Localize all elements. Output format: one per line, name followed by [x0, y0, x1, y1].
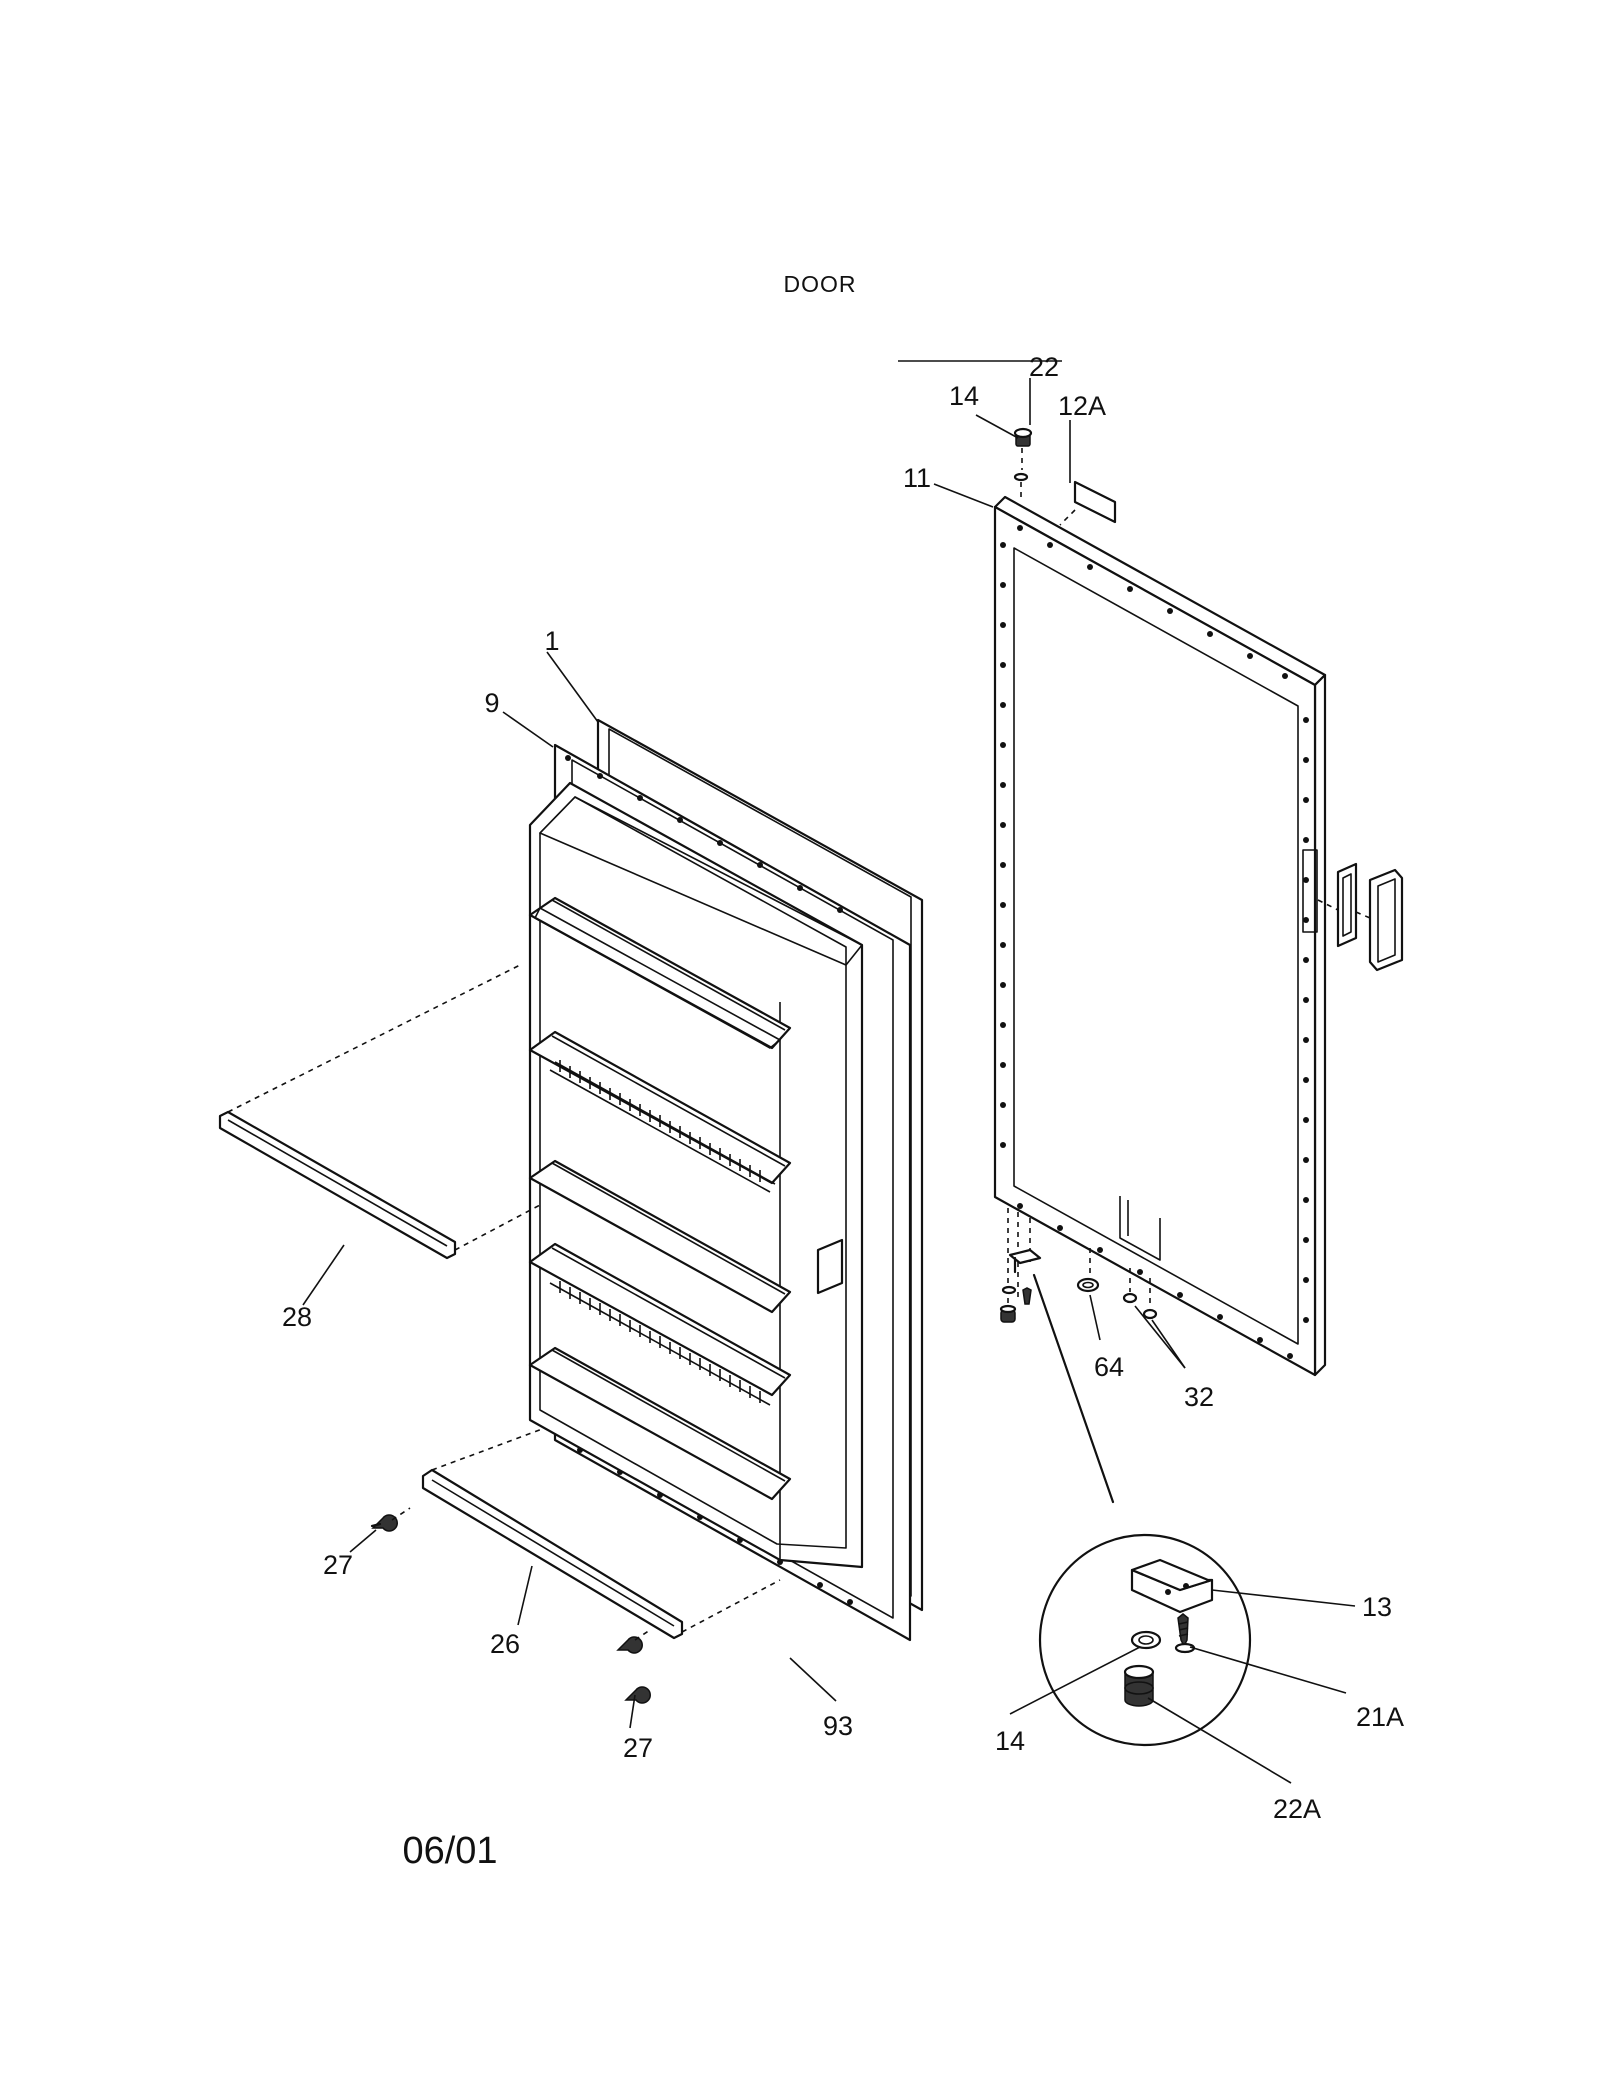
- outer-door-panel: [993, 495, 1327, 1377]
- callout-27-bottom: 27: [623, 1733, 653, 1763]
- callout-21a: 21A: [1356, 1702, 1404, 1732]
- callout-28: 28: [282, 1302, 312, 1332]
- hinge-detail-callout: [1038, 1533, 1252, 1747]
- callout-26: 26: [490, 1629, 520, 1659]
- door-handle: [1317, 862, 1404, 972]
- callout-64: 64: [1094, 1352, 1124, 1382]
- leader-lines: [302, 378, 1356, 1784]
- callout-22-top: 22: [1029, 352, 1059, 382]
- top-hinge-hardware: [1013, 427, 1117, 526]
- callout-12a: 12A: [1058, 391, 1106, 421]
- shelf-grilles: [559, 1060, 761, 1403]
- callout-14-top: 14: [949, 381, 979, 411]
- door-shelf-3: [528, 1159, 792, 1314]
- shelf-bar-28: [218, 964, 541, 1260]
- door-shelf-2: [528, 1030, 792, 1193]
- callout-32: 32: [1184, 1382, 1214, 1412]
- screws: [370, 1507, 651, 1704]
- callout-27-left: 27: [323, 1550, 353, 1580]
- callout-1: 1: [544, 626, 559, 656]
- door-shelf-4: [528, 1242, 792, 1406]
- shelf-bar-26: [421, 1427, 781, 1640]
- callout-14-detail: 14: [995, 1726, 1025, 1756]
- callout-22a: 22A: [1273, 1794, 1321, 1824]
- inner-door-liner: [528, 781, 864, 1569]
- date-code: 06/01: [402, 1830, 497, 1872]
- callout-9: 9: [484, 688, 499, 718]
- door-shelf-5: [528, 1346, 792, 1501]
- callout-93: 93: [823, 1711, 853, 1741]
- diagram-title: DOOR: [784, 271, 857, 297]
- door-shelf-1: [528, 896, 792, 1050]
- callout-11: 11: [903, 463, 931, 493]
- bottom-hinge-hardware: [999, 1208, 1158, 1504]
- callout-13: 13: [1362, 1592, 1392, 1622]
